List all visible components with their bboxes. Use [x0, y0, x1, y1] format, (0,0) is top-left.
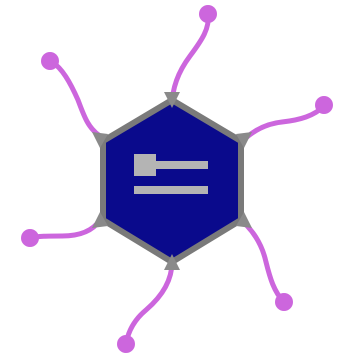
lines-icon-bar-top	[156, 161, 208, 169]
tentacle-lower-right	[238, 218, 284, 302]
tentacle-tip-top	[199, 5, 217, 23]
lines-icon-square	[134, 154, 156, 176]
tentacle-tip-lower-left	[21, 229, 39, 247]
tentacle-tip-lower-right	[275, 293, 293, 311]
hexagon-body	[103, 100, 241, 262]
tentacle-tip-upper-right	[315, 96, 333, 114]
tentacle-tip-upper-left	[41, 52, 59, 70]
tentacle-bottom	[126, 262, 172, 344]
lines-icon-bar-bottom	[134, 186, 208, 194]
tentacle-lower-left	[30, 220, 100, 238]
tentacle-upper-left	[52, 62, 100, 136]
tentacle-upper-right	[238, 106, 324, 146]
tentacle-tip-bottom	[117, 335, 135, 353]
